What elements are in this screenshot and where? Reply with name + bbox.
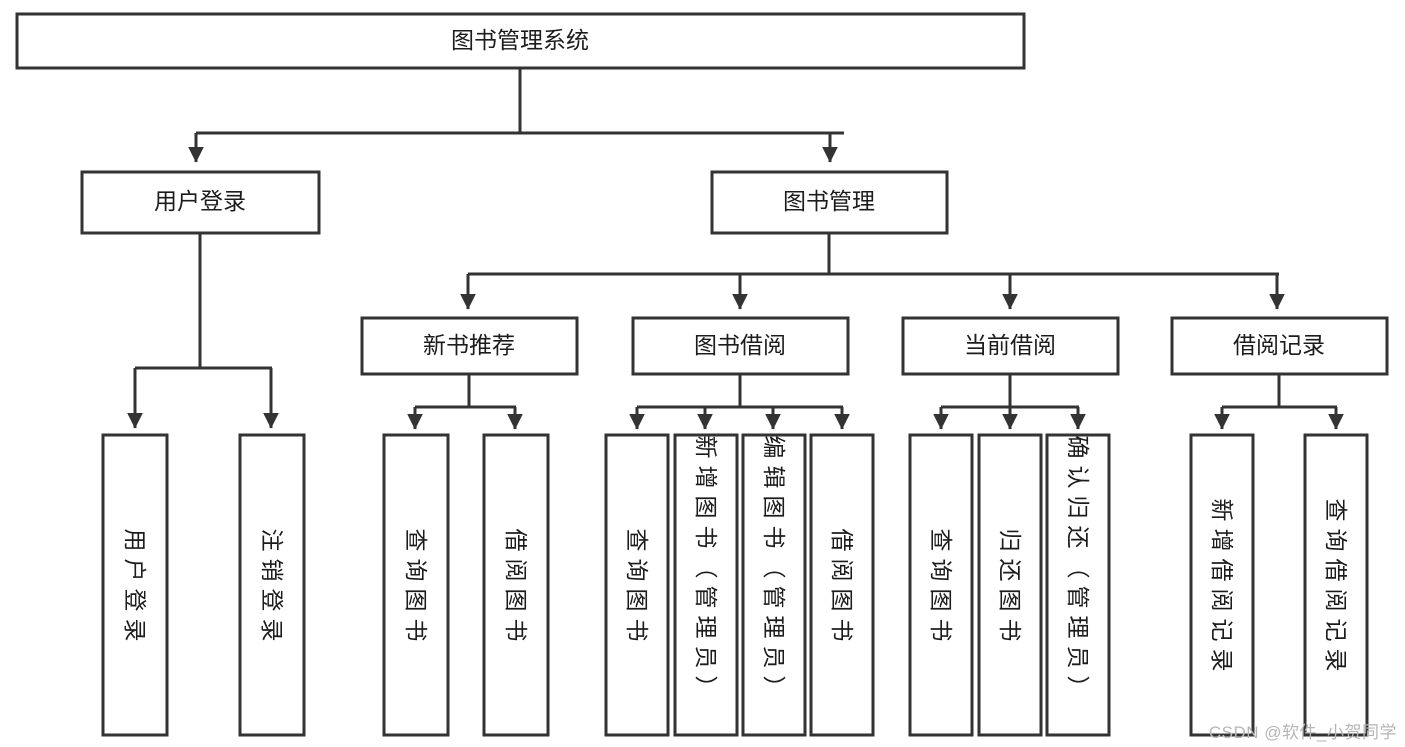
- leaf-new-book-1-label: 查询图书: [403, 529, 429, 642]
- connector-current-borrow-to-leaves: [933, 374, 1086, 430]
- node-borrow-record[interactable]: 借阅记录: [1170, 316, 1389, 376]
- connector-borrow-record-to-leaves: [1214, 374, 1344, 430]
- node-new-book-recommend[interactable]: 新书推荐: [360, 316, 579, 376]
- leaf-book-borrow-4[interactable]: 借阅图书: [809, 433, 875, 737]
- leaf-user-login-1[interactable]: 用户登录: [101, 433, 169, 737]
- leaf-user-login-2[interactable]: 注销登录: [238, 433, 306, 737]
- leaf-book-borrow-3[interactable]: 编辑图书（管理员）: [741, 433, 807, 737]
- leaf-current-borrow-1-label: 查询图书: [928, 529, 954, 642]
- leaf-current-borrow-3-label: 确认归还（管理员）: [1065, 436, 1091, 699]
- leaf-book-borrow-4-label: 借阅图书: [829, 529, 855, 642]
- node-current-borrow[interactable]: 当前借阅: [901, 316, 1120, 376]
- node-user-login[interactable]: 用户登录: [80, 170, 321, 235]
- node-root-label: 图书管理系统: [451, 27, 589, 53]
- leaf-new-book-2-label: 借阅图书: [503, 529, 529, 642]
- node-book-borrow-label: 图书借阅: [694, 332, 786, 358]
- node-book-borrow[interactable]: 图书借阅: [631, 316, 850, 376]
- node-current-borrow-label: 当前借阅: [964, 332, 1056, 358]
- node-new-book-recommend-label: 新书推荐: [423, 332, 515, 358]
- csdn-watermark: CSDN @软件_小贺同学: [1208, 723, 1397, 742]
- leaf-book-borrow-1[interactable]: 查询图书: [604, 433, 670, 737]
- leaf-borrow-record-2[interactable]: 查询借阅记录: [1303, 433, 1369, 737]
- connector-new-book-to-leaves: [407, 374, 523, 430]
- node-user-login-label: 用户登录: [154, 188, 246, 214]
- node-book-management[interactable]: 图书管理: [710, 170, 949, 235]
- leaf-borrow-record-2-label: 查询借阅记录: [1323, 499, 1349, 672]
- leaf-borrow-record-1-label: 新增借阅记录: [1209, 499, 1235, 672]
- leaf-current-borrow-2-label: 归还图书: [997, 529, 1023, 642]
- connector-user-login-to-leaves: [127, 233, 279, 429]
- leaf-user-login-2-label: 注销登录: [259, 529, 285, 642]
- connector-book-borrow-to-leaves: [629, 374, 850, 430]
- node-book-management-label: 图书管理: [783, 188, 875, 214]
- leaf-current-borrow-2[interactable]: 归还图书: [977, 433, 1043, 737]
- connector-root-to-level2: [188, 68, 844, 163]
- leaf-current-borrow-1[interactable]: 查询图书: [908, 433, 974, 737]
- leaf-book-borrow-3-label: 编辑图书（管理员）: [761, 436, 787, 699]
- leaf-user-login-1-label: 用户登录: [122, 529, 148, 642]
- node-borrow-record-label: 借阅记录: [1233, 332, 1325, 358]
- leaf-book-borrow-2[interactable]: 新增图书（管理员）: [673, 433, 739, 737]
- leaf-book-borrow-1-label: 查询图书: [624, 529, 650, 642]
- leaf-new-book-2[interactable]: 借阅图书: [482, 433, 550, 737]
- leaf-new-book-1[interactable]: 查询图书: [382, 433, 450, 737]
- leaf-borrow-record-1[interactable]: 新增借阅记录: [1189, 433, 1255, 737]
- connector-book-management-to-level3: [460, 233, 1285, 310]
- leaf-current-borrow-3[interactable]: 确认归还（管理员）: [1045, 433, 1111, 737]
- leaf-book-borrow-2-label: 新增图书（管理员）: [693, 436, 719, 699]
- node-root[interactable]: 图书管理系统: [15, 12, 1026, 70]
